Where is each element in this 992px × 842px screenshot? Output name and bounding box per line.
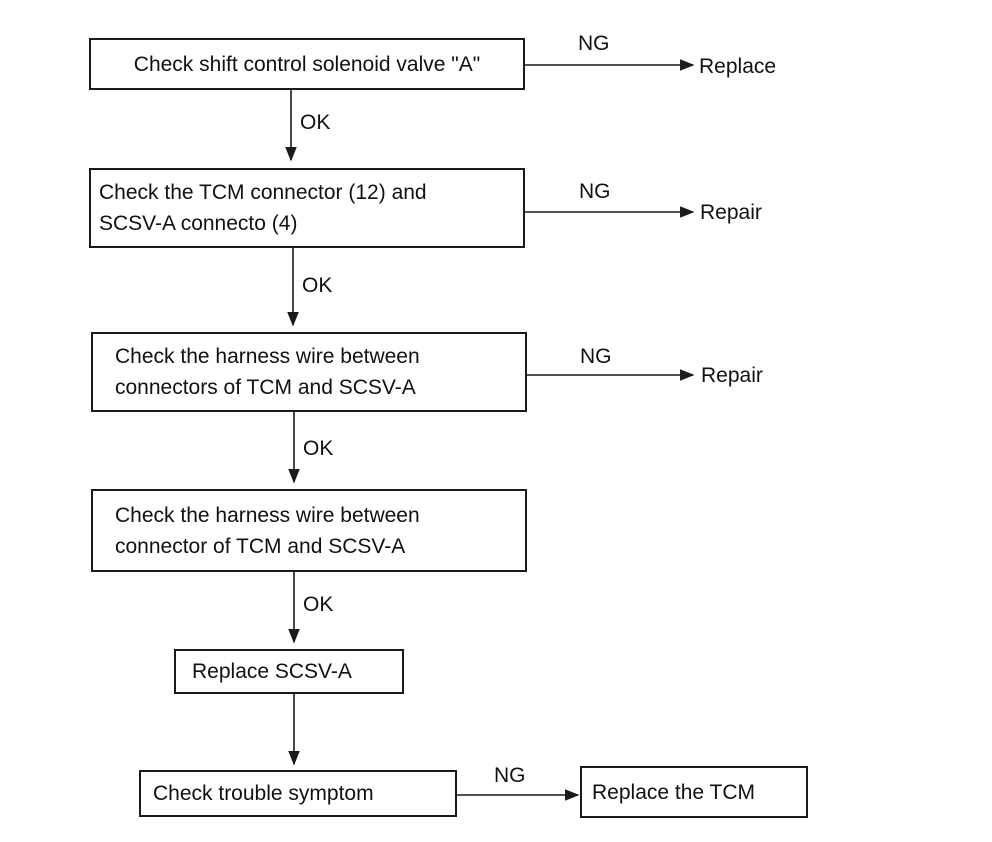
ok-label-3: OK <box>303 437 334 460</box>
ng-label-2: NG <box>579 180 611 203</box>
ok-label-1: OK <box>300 111 331 134</box>
step-4-line-1: Check the harness wire between <box>115 503 420 527</box>
step-box-2: Check the TCM connector (12) and SCSV-A … <box>89 168 525 248</box>
step-box-4: Check the harness wire between connector… <box>91 489 527 572</box>
ng-result-2: Repair <box>700 201 762 224</box>
ng-result-1: Replace <box>699 55 777 78</box>
ok-label-2: OK <box>302 274 333 297</box>
step-4-line-2: connector of TCM and SCSV-A <box>115 534 406 558</box>
step-box-3: Check the harness wire between connector… <box>91 332 527 412</box>
step-7-line-1: Replace the TCM <box>592 780 756 804</box>
ng-result-3: Repair <box>701 364 763 387</box>
ng-label-6: NG <box>494 764 526 787</box>
ng-label-1: NG <box>578 32 610 55</box>
ok-label-4: OK <box>303 593 334 616</box>
ng-label-3: NG <box>580 345 612 368</box>
step-6-line-1: Check trouble symptom <box>153 782 374 805</box>
step-box-5: Replace SCSV-A <box>174 649 404 694</box>
step-2-line-2: SCSV-A connecto (4) <box>99 212 298 235</box>
step-3-line-1: Check the harness wire between <box>115 345 420 368</box>
step-3-line-2: connectors of TCM and SCSV-A <box>115 376 416 399</box>
step-box-6: Check trouble symptom <box>139 770 457 817</box>
step-5-line-1: Replace SCSV-A <box>192 660 352 683</box>
step-1-line-1: Check shift control solenoid valve "A" <box>133 52 481 76</box>
step-box-1: Check shift control solenoid valve "A" <box>89 38 525 90</box>
step-box-7: Replace the TCM <box>580 766 808 818</box>
step-2-line-1: Check the TCM connector (12) and <box>99 181 427 204</box>
